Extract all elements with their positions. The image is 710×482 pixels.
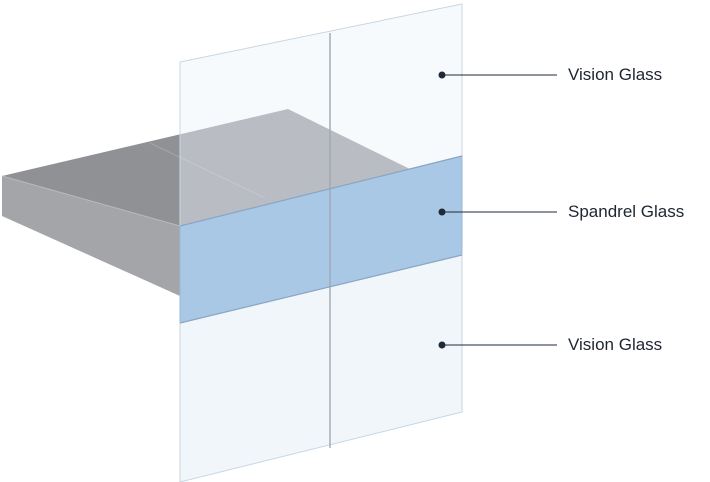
callout-label: Spandrel Glass <box>568 202 684 221</box>
callout-vision-glass-upper: Vision Glass <box>438 65 662 84</box>
callout-label: Vision Glass <box>568 65 662 84</box>
floor-slab <box>1 109 412 296</box>
transom-upper <box>179 155 463 227</box>
callout-vision-glass-lower: Vision Glass <box>438 335 662 354</box>
callout-label: Vision Glass <box>568 335 662 354</box>
callout-spandrel-glass: Spandrel Glass <box>438 202 684 221</box>
slab-top-surface <box>2 109 412 226</box>
slab-top-seam <box>149 142 266 199</box>
slab-front-face <box>2 176 180 296</box>
slab-front-edge <box>1 175 181 227</box>
transom-lower <box>179 254 463 324</box>
